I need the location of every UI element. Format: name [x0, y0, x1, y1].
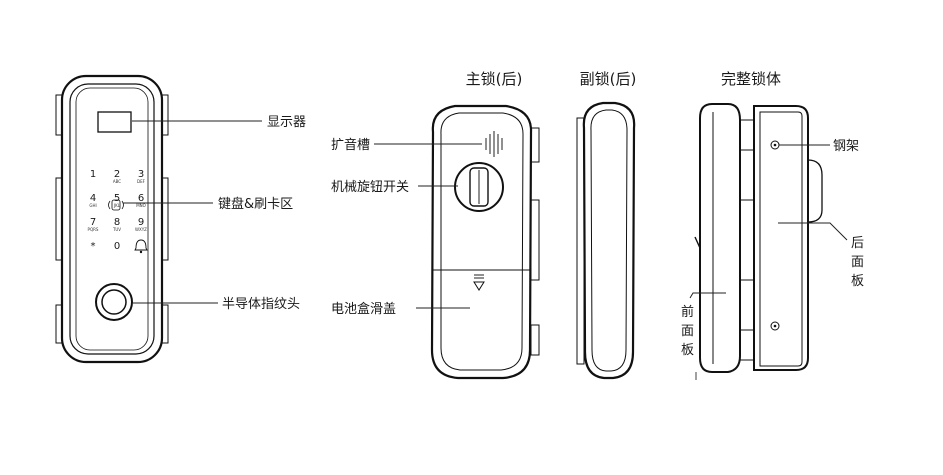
keypad-key-letters: MNO	[136, 203, 146, 208]
title-sub-lock-back: 副锁(后)	[580, 70, 637, 88]
keypad-key-label: 3	[138, 169, 144, 180]
label-display: 显示器	[267, 115, 306, 130]
speaker-slot	[485, 131, 503, 157]
keypad-key-label: 0	[114, 241, 120, 252]
display-screen	[97, 111, 132, 133]
keypad-key-label: 9	[138, 217, 144, 228]
keypad-key[interactable]: 0	[114, 241, 120, 252]
keypad-key-label: 7	[90, 217, 96, 228]
label-front-panel: 前 面 板	[681, 304, 694, 358]
keypad-key-letters: JKL	[113, 203, 121, 208]
label-steel-frame: 钢架	[833, 139, 859, 154]
keypad-key-letters: DEF	[137, 179, 146, 184]
keypad-key-letters: ABC	[113, 179, 121, 184]
keypad-key-label: 8	[114, 217, 120, 228]
card-reader-icon	[108, 199, 124, 211]
front-panel-char: 板	[681, 343, 694, 358]
front-panel-char: 前	[681, 304, 694, 320]
leader-front-panel	[689, 292, 726, 299]
keypad-key-letters: GHI	[89, 203, 96, 208]
label-battery-cover: 电池盒滑盖	[331, 301, 396, 317]
battery-cover-arrow-icon	[473, 274, 485, 291]
title-main-lock-back: 主锁(后)	[466, 70, 523, 88]
label-keypad-card: 键盘&刷卡区	[218, 196, 293, 212]
keypad-key[interactable]: *	[91, 241, 96, 252]
main-lock-body	[430, 104, 540, 380]
complete-lock-body	[694, 103, 823, 380]
keypad-key-label: *	[91, 241, 96, 252]
keypad-key-letters: PQRS	[88, 227, 99, 232]
rear-panel-char: 面	[851, 255, 864, 270]
fingerprint-sensor	[95, 283, 133, 321]
keypad-key-letters: WXYZ	[135, 227, 147, 232]
keypad-key-letters: TUV	[112, 227, 121, 232]
front-panel-char: 面	[681, 324, 694, 339]
screw-top	[770, 140, 780, 150]
keypad-key-label: 6	[138, 193, 144, 204]
title-complete-lock: 完整锁体	[721, 70, 781, 88]
rear-panel-char: 板	[851, 274, 864, 289]
front-lock-body	[55, 74, 169, 364]
keypad-key[interactable]: 1	[90, 169, 96, 180]
keypad-key-label: 4	[90, 193, 96, 204]
sub-lock-body	[576, 101, 636, 380]
screw-bottom	[770, 321, 780, 331]
keypad-key-label: 5	[114, 193, 120, 204]
label-speaker: 扩音槽	[331, 137, 370, 153]
keypad-key-label: 2	[114, 169, 120, 180]
mechanical-knob	[454, 162, 504, 212]
doorbell-icon	[134, 239, 148, 254]
leader-rear-panel	[778, 222, 848, 241]
rear-panel-char: 后	[851, 236, 864, 251]
label-rear-panel: 后 面 板	[851, 236, 864, 289]
label-mech-switch: 机械旋钮开关	[331, 180, 409, 195]
keypad-key-label: 1	[90, 169, 96, 180]
label-fingerprint: 半导体指纹头	[222, 297, 300, 312]
